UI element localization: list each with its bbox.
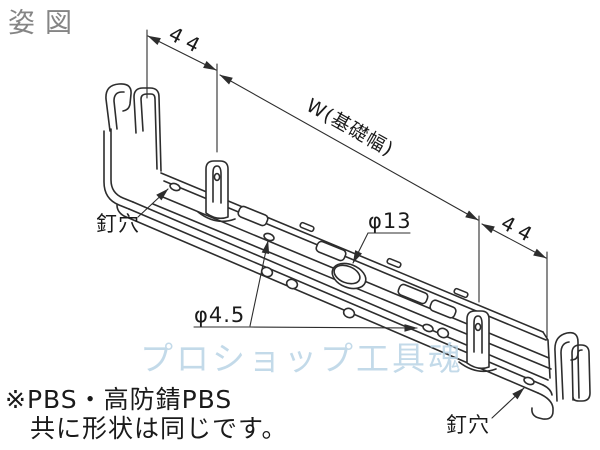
rail-bottom-outer	[116, 204, 539, 394]
callout-nail-hole-right: 釘穴	[446, 413, 490, 437]
emboss-bump	[397, 283, 429, 305]
left-drop-inner	[110, 128, 134, 203]
right-face-edge	[542, 331, 551, 379]
leader-nail-right	[491, 387, 525, 419]
right-end-clip	[531, 331, 591, 420]
stand-up-tabs	[197, 160, 497, 373]
dim-line-44-right	[481, 223, 547, 259]
leader-phi45-up	[249, 240, 270, 327]
leader-phi45-right	[193, 324, 418, 332]
right-hook-outer	[554, 331, 579, 402]
right-bend-inner	[542, 384, 553, 396]
callout-phi13: φ13	[368, 209, 412, 233]
callout-phi45: φ4.5	[194, 303, 245, 327]
note-line-1: ※PBS・高防錆PBS	[5, 385, 232, 414]
tab-right-slot-hole	[474, 322, 482, 332]
tab-right-slot	[473, 315, 483, 354]
left-plate-inner	[140, 93, 158, 170]
dimension-lines	[137, 29, 548, 419]
left-hook-outer	[105, 83, 132, 132]
nail-hole	[169, 182, 181, 192]
leader-phi13	[352, 232, 411, 264]
edge-notch	[342, 307, 356, 319]
dim-line-w	[219, 74, 479, 221]
leader-nail-left	[137, 188, 169, 218]
dim-line-44-left	[147, 35, 217, 71]
right-bend-outer	[531, 392, 554, 420]
drawing-title-group: 姿図	[8, 8, 82, 39]
emboss-bump	[315, 240, 347, 262]
dim-label-44-right: 44	[497, 210, 541, 249]
annotation-texts: 44 W(基礎幅) 44 φ13 φ4.5 釘穴 釘穴 ※PBS・高防錆PBS …	[5, 22, 541, 443]
phi45-hole	[422, 323, 434, 333]
phi13-hole-inner	[333, 264, 361, 285]
slot-tick	[386, 257, 402, 269]
left-hook-inner	[113, 91, 125, 130]
phi45-hole	[263, 232, 275, 242]
nail-hole	[523, 376, 535, 386]
edge-notch	[436, 327, 450, 339]
dim-label-44-left: 44	[165, 22, 209, 60]
emboss-bump	[429, 299, 457, 319]
tab-right	[466, 310, 490, 370]
left-drop-outer	[103, 130, 130, 210]
watermark-text: プロショップ工具魂	[140, 339, 464, 378]
slot-tick	[453, 287, 469, 299]
edge-notch	[285, 278, 299, 290]
right-plate-inner	[577, 349, 583, 399]
tab-left	[205, 160, 229, 220]
right-plate-outer	[571, 344, 591, 402]
callout-nail-hole-left: 釘穴	[96, 212, 140, 236]
note-line-2: 共に形状は同じです。	[30, 414, 288, 443]
rail-holes	[169, 182, 535, 386]
left-end-clip	[103, 83, 162, 210]
bracket-outline	[103, 83, 591, 420]
tab-base-bump	[458, 361, 497, 373]
right-hook-inner	[560, 341, 570, 400]
drawing-title: 姿図	[8, 8, 82, 39]
slot-tick	[299, 221, 315, 233]
dim-label-w: W(基礎幅)	[302, 95, 397, 161]
emboss-bump	[237, 205, 269, 227]
